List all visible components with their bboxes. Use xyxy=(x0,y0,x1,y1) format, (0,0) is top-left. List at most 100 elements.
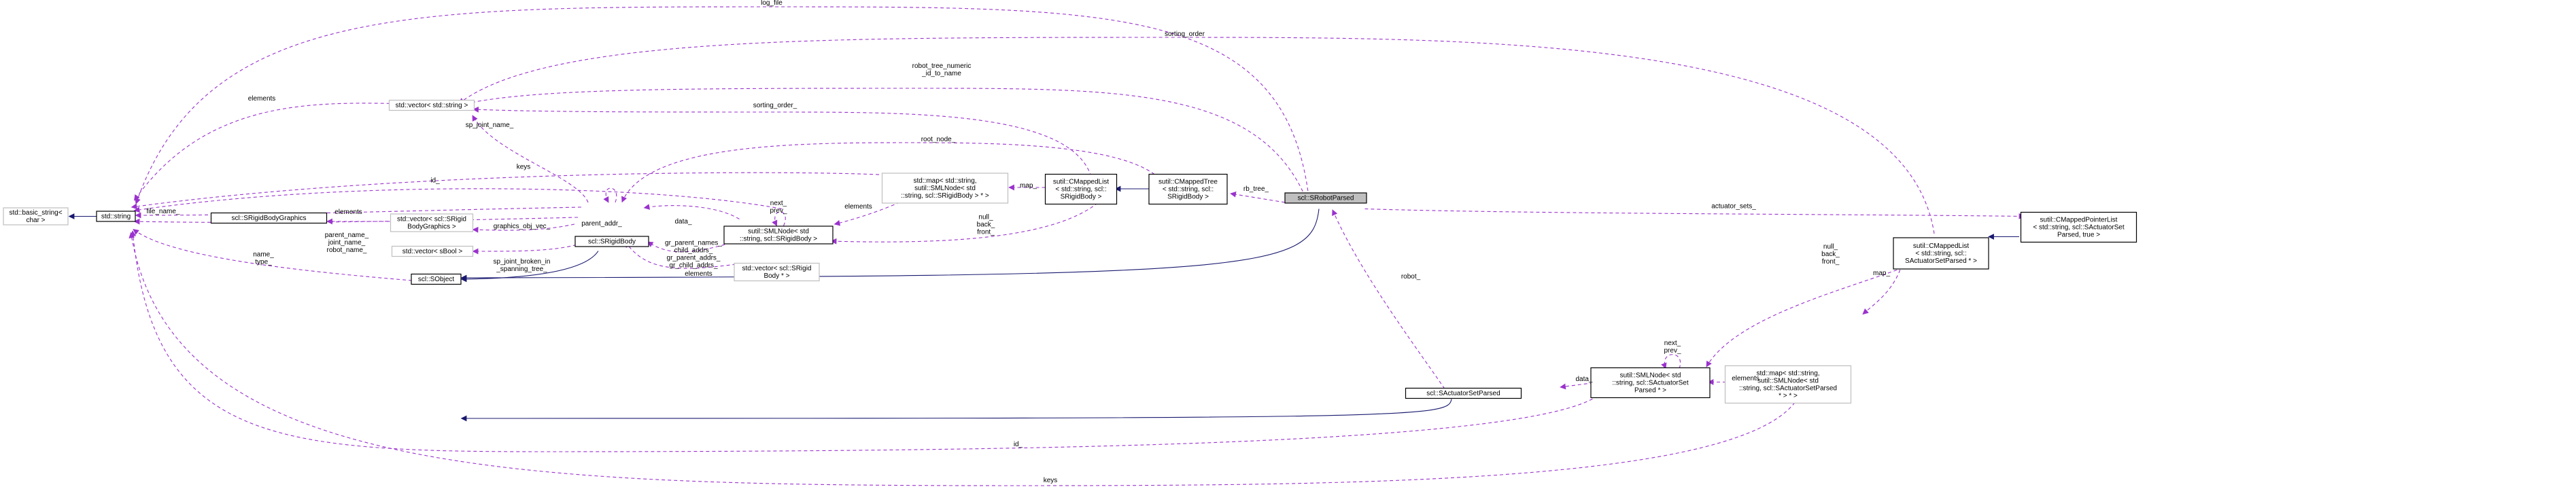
node-label-line: scl::SObject xyxy=(418,276,455,283)
node-label-line: < std::string, scl:: xyxy=(1915,250,1966,257)
node-label-line: ::string, scl::SRigidBody > xyxy=(740,236,817,243)
edge-label-map-rb: map_ xyxy=(1020,182,1037,190)
edge-label-actuator-sets: actuator_sets_ xyxy=(1711,203,1756,211)
edge-rb-tree xyxy=(1230,191,1286,203)
node-label-line: scl::SRigidBody xyxy=(588,238,636,246)
edge-gr-block xyxy=(647,241,732,253)
edge-name-type xyxy=(133,228,413,281)
edge-label-next-prev-act: next_prev_ xyxy=(1664,340,1681,355)
node-label-line: SRigidBody > xyxy=(1167,194,1209,201)
edge-label-graphics-obj-vec: graphics_obj_vec_ xyxy=(494,223,551,230)
edge-label-log-file: log_file xyxy=(761,0,783,7)
node-label-line: std::map< std::string, xyxy=(913,177,976,185)
node-cmappedpointerlist-actuatorset[interactable]: sutil::CMappedPointerList< std::string, … xyxy=(2020,211,2137,243)
edge-label-null-back-front-act: null_back_front_ xyxy=(1821,243,1840,266)
edge-label-robot-tree-numeric: robot_tree_numeric_id_to_name xyxy=(912,62,972,77)
node-label-line: std::vector< scl::SRigid xyxy=(397,216,466,223)
edge-data-rb xyxy=(643,204,740,219)
node-label-line: Parsed * > xyxy=(1634,387,1666,395)
edge-sorting-order-mid xyxy=(473,106,1092,177)
node-vector-rigidbody-ptr[interactable]: std::vector< scl::SRigidBody * > xyxy=(734,262,820,282)
edge-label-elements-act: elements xyxy=(1732,375,1759,382)
edge-keys-upper xyxy=(131,172,898,210)
edge-label-elements-map: elements xyxy=(844,203,872,211)
node-label-line: std::vector< sBool > xyxy=(402,248,463,255)
edge-sp-joint-broken xyxy=(472,240,589,255)
edge-label-keys-lower: keys xyxy=(1044,477,1058,484)
node-basic-string[interactable]: std::basic_string<char > xyxy=(3,207,69,226)
edge-elements-vector-string xyxy=(133,103,396,201)
edge-label-elements-vector-string: elements xyxy=(248,95,276,103)
node-smlnode-rigidbody[interactable]: sutil::SMLNode< std::string, scl::SRigid… xyxy=(723,226,834,245)
edge-robot xyxy=(1332,209,1445,389)
edge-label-sp-joint-name: sp_joint_name_ xyxy=(466,122,514,129)
node-label-line: * > * > xyxy=(1779,393,1798,400)
node-label-line: std::vector< scl::SRigid xyxy=(742,265,812,272)
edge-label-parent-name-block: parent_name_joint_name_robot_name_ xyxy=(325,232,369,254)
edge-label-map-act: map_ xyxy=(1873,270,1890,277)
node-sobject[interactable]: scl::SObject xyxy=(411,273,462,285)
node-map-actuatorset[interactable]: std::map< std::string,sutil::SMLNode< st… xyxy=(1724,365,1852,404)
node-vector-sbool[interactable]: std::vector< sBool > xyxy=(391,245,474,257)
edge-label-data-act: data_ xyxy=(1575,376,1592,383)
node-label-line: SActuatorSetParsed * > xyxy=(1905,257,1977,265)
edge-label-null-back-front-rb: null_back_front_ xyxy=(977,214,995,236)
node-label-line: scl::SRigidBodyGraphics xyxy=(231,215,306,222)
node-label-line: BodyGraphics > xyxy=(407,223,456,231)
edge-label-name-type: name_type_ xyxy=(253,251,274,266)
node-label-line: ::string, scl::SRigidBody > * > xyxy=(901,192,989,200)
node-label-line: sutil::CMappedTree xyxy=(1158,179,1218,186)
node-srigidbodygraphics[interactable]: scl::SRigidBodyGraphics xyxy=(210,212,328,224)
node-std-string[interactable]: std::string xyxy=(96,211,136,222)
node-label-line: scl::SRobotParsed xyxy=(1298,195,1354,202)
node-label-line: std::map< std::string, xyxy=(1756,370,1819,378)
edge-label-data-rb: data_ xyxy=(674,218,691,226)
node-label-line: < std::string, scl::SActuatorSet xyxy=(2033,224,2124,232)
node-label-line: SRigidBody > xyxy=(1061,194,1102,201)
node-label-line: sutil::CMappedList xyxy=(1913,242,1969,250)
edge-label-keys-upper: keys xyxy=(517,164,531,171)
edge-label-root-node: root_node_ xyxy=(921,136,956,143)
node-cmappedlist-rigidbody[interactable]: sutil::CMappedList< std::string, scl::SR… xyxy=(1044,173,1118,205)
edge-label-next-prev-rb: next_prev_ xyxy=(770,200,787,215)
node-vector-string[interactable]: std::vector< std::string > xyxy=(388,99,475,111)
edge-sp-joint-name xyxy=(472,115,589,203)
edge-label-gr-block: gr_parent_names_child_addrs_gr_parent_ad… xyxy=(665,240,722,270)
node-label-line: std::string xyxy=(101,213,131,221)
edge-parent-name-block xyxy=(133,217,579,225)
edge-parent-addr xyxy=(603,187,617,203)
node-label-line: char > xyxy=(26,217,45,224)
node-vector-graphics[interactable]: std::vector< scl::SRigidBodyGraphics > xyxy=(390,213,474,232)
node-label-line: ::string, scl::SActuatorSet xyxy=(1612,380,1688,387)
node-cmappedlist-actuatorset[interactable]: sutil::CMappedList< std::string, scl::SA… xyxy=(1893,237,1989,270)
node-label-line: ::string, scl::SActuatorSetParsed xyxy=(1739,385,1837,393)
node-label-line: std::basic_string< xyxy=(9,209,62,217)
edge-label-sorting-order-top: sorting_order xyxy=(1165,31,1205,38)
edge-null-back-front-rb xyxy=(830,202,1099,245)
node-label-line: sutil::SMLNode< std xyxy=(1620,372,1681,380)
edge-label-file-name: file_name_ xyxy=(147,208,180,215)
node-srobotparsed[interactable]: scl::SRobotParsed xyxy=(1284,192,1367,204)
node-label-line: < std::string, scl:: xyxy=(1163,186,1214,194)
edge-actuator-sets xyxy=(1364,208,2025,219)
node-label-line: sutil::SMLNode< std xyxy=(914,185,976,192)
node-sactuatorsetparsed[interactable]: scl::SActuatorSetParsed xyxy=(1405,387,1522,399)
node-label-line: std::vector< std::string > xyxy=(396,102,468,109)
edge-label-sorting-order-mid: sorting_order_ xyxy=(753,102,797,109)
node-map-rigidbody[interactable]: std::map< std::string,sutil::SMLNode< st… xyxy=(881,173,1009,204)
edge-file-name xyxy=(135,206,582,219)
node-cmappedtree-rigidbody[interactable]: sutil::CMappedTree< std::string, scl::SR… xyxy=(1148,173,1228,205)
edge-label-sp-joint-broken: sp_joint_broken_in_spanning_tree_ xyxy=(494,258,551,273)
node-label-line: sutil::CMappedList xyxy=(1053,179,1109,186)
edge-sorting-order-top xyxy=(458,37,1935,234)
node-label-line: Parsed, true > xyxy=(2057,232,2100,239)
edge-label-parent-addr: parent_addr_ xyxy=(581,220,622,228)
node-srigidbody[interactable]: scl::SRigidBody xyxy=(574,236,649,247)
node-label-line: scl::SActuatorSetParsed xyxy=(1426,390,1500,397)
edge-label-elements-rbptr: elements xyxy=(685,270,712,278)
edge-elements-rbptr xyxy=(625,241,736,269)
node-smlnode-actuatorset[interactable]: sutil::SMLNode< std::string, scl::SActua… xyxy=(1590,367,1711,399)
edge-log-file xyxy=(135,6,1309,204)
edge-elements-map xyxy=(834,196,912,226)
